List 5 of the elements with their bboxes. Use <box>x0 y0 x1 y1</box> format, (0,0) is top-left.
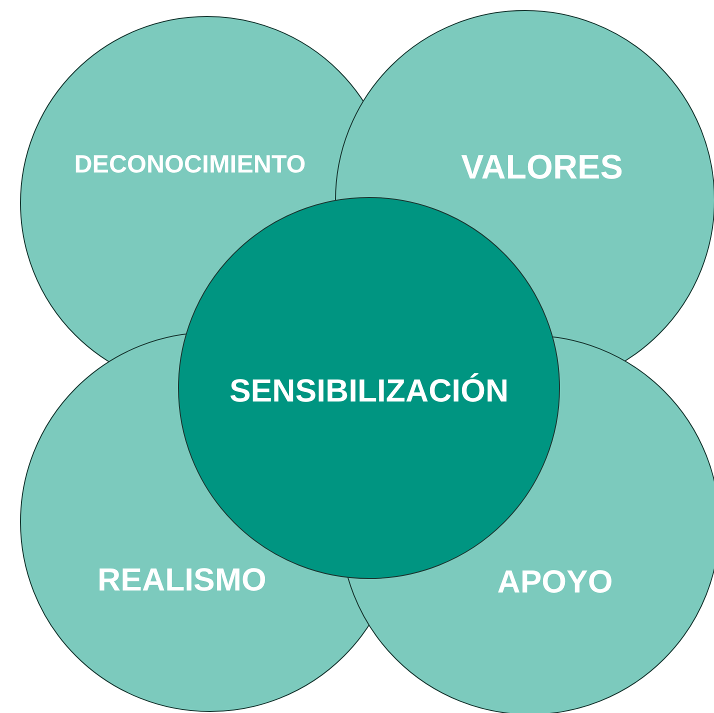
circle-label: REALISMO <box>98 562 266 598</box>
circle-label: DECONOCIMIENTO <box>74 151 306 179</box>
circle-label: VALORES <box>461 149 623 187</box>
circle-label: SENSIBILIZACIÓN <box>229 373 509 409</box>
circle-label: APOYO <box>497 564 613 600</box>
